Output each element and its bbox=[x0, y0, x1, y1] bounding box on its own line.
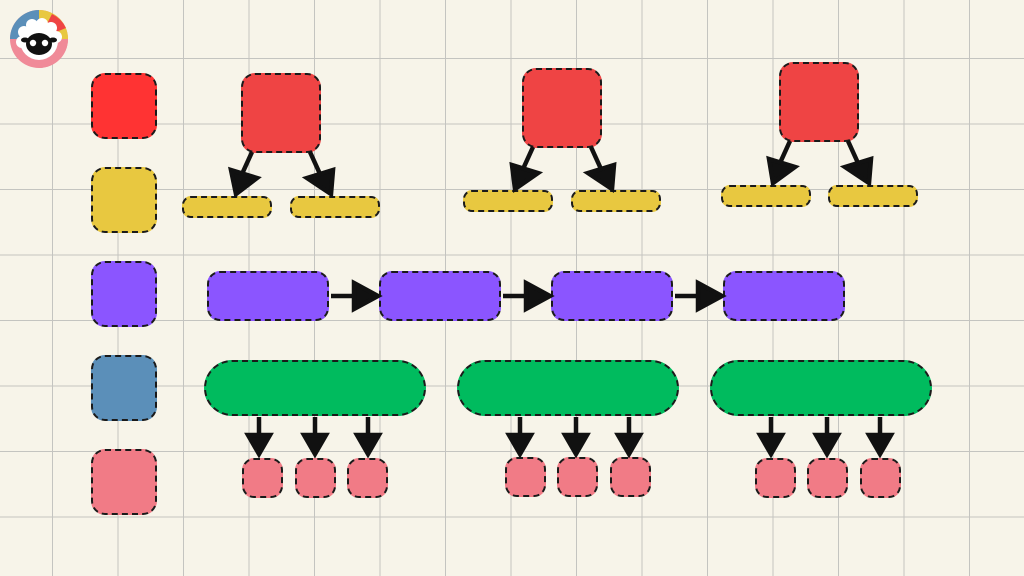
arrow-icon bbox=[582, 146, 617, 193]
tree-child-node bbox=[290, 196, 380, 218]
fanout-child-node bbox=[242, 458, 283, 498]
arrow-icon bbox=[756, 417, 786, 459]
pink-swatch bbox=[91, 449, 157, 515]
fanout-child-node bbox=[295, 458, 336, 498]
arrow-icon bbox=[331, 279, 383, 313]
arrow-icon bbox=[839, 140, 874, 187]
arrow-icon bbox=[614, 417, 644, 459]
fanout-child-node bbox=[755, 458, 796, 498]
red-swatch bbox=[91, 73, 157, 139]
chain-node bbox=[551, 271, 673, 321]
arrow-icon bbox=[503, 279, 555, 313]
yellow-swatch bbox=[91, 167, 157, 233]
arrow-icon bbox=[509, 146, 544, 193]
tree-parent-node bbox=[241, 73, 321, 153]
fanout-parent-bar bbox=[204, 360, 426, 416]
arrow-icon bbox=[675, 279, 727, 313]
chain-node bbox=[723, 271, 845, 321]
arrow-icon bbox=[228, 151, 262, 198]
arrow-icon bbox=[353, 417, 383, 459]
chain-node bbox=[207, 271, 329, 321]
fanout-parent-bar bbox=[457, 360, 679, 416]
tree-child-node bbox=[828, 185, 918, 207]
arrow-icon bbox=[766, 140, 800, 187]
arrow-icon bbox=[244, 417, 274, 459]
tree-child-node bbox=[571, 190, 661, 212]
arrow-icon bbox=[812, 417, 842, 459]
arrow-icon bbox=[505, 417, 535, 459]
tree-child-node bbox=[721, 185, 811, 207]
fanout-child-node bbox=[347, 458, 388, 498]
fanout-child-node bbox=[807, 458, 848, 498]
sheep-face-logo-icon bbox=[10, 10, 68, 68]
arrow-icon bbox=[301, 151, 336, 198]
arrow-icon bbox=[300, 417, 330, 459]
blue-swatch bbox=[91, 355, 157, 421]
arrow-icon bbox=[865, 417, 895, 459]
purple-swatch bbox=[91, 261, 157, 327]
fanout-child-node bbox=[557, 457, 598, 497]
chain-node bbox=[379, 271, 501, 321]
tree-child-node bbox=[182, 196, 272, 218]
tree-parent-node bbox=[779, 62, 859, 142]
fanout-child-node bbox=[860, 458, 901, 498]
tree-parent-node bbox=[522, 68, 602, 148]
fanout-parent-bar bbox=[710, 360, 932, 416]
arrow-icon bbox=[561, 417, 591, 459]
fanout-child-node bbox=[505, 457, 546, 497]
tree-child-node bbox=[463, 190, 553, 212]
fanout-child-node bbox=[610, 457, 651, 497]
